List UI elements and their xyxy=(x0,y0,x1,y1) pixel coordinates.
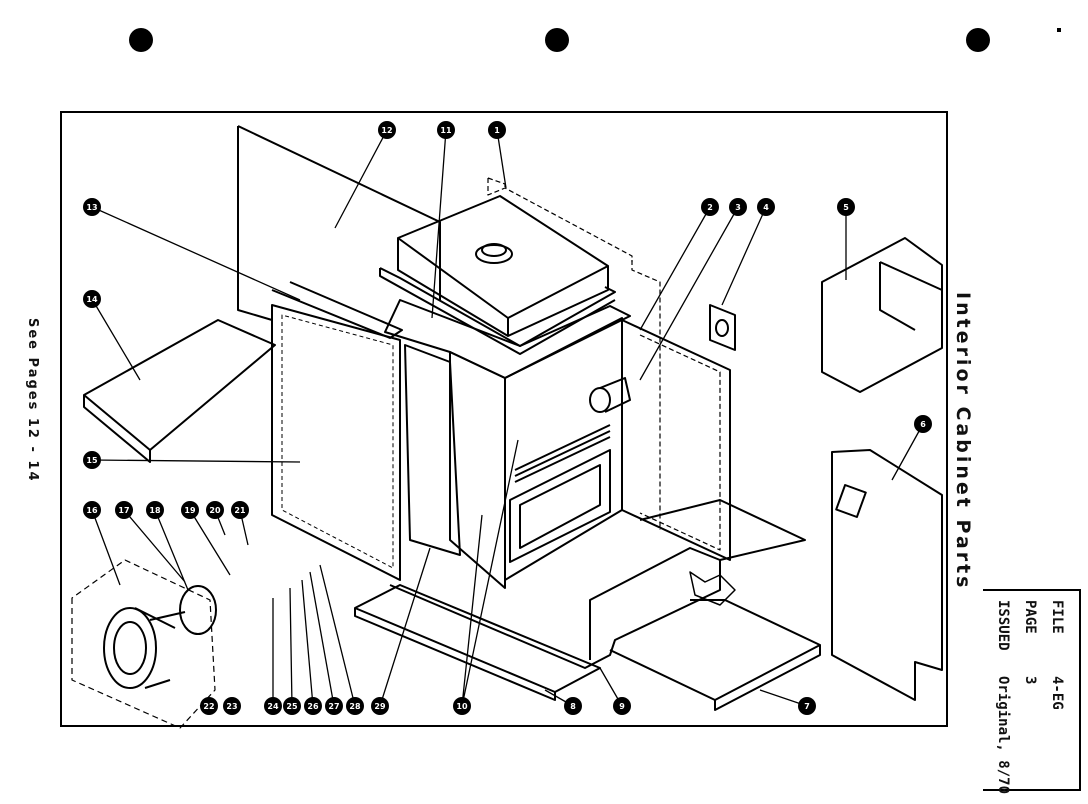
callout-label-18: 18 xyxy=(149,506,161,515)
callout-badge-11 xyxy=(437,121,455,139)
callout-label-22: 22 xyxy=(203,702,214,711)
callout-badge-16 xyxy=(83,501,101,519)
info-issued-label: ISSUED xyxy=(995,600,1011,651)
callout-label-13: 13 xyxy=(86,203,97,212)
callout-label-8: 8 xyxy=(570,702,576,711)
callout-label-28: 28 xyxy=(349,702,361,711)
callout-label-12: 12 xyxy=(381,126,392,135)
binder-hole xyxy=(129,28,153,52)
callout-label-7: 7 xyxy=(804,702,810,711)
callout-label-14: 14 xyxy=(86,295,98,304)
callout-badge-6 xyxy=(914,415,932,433)
callout-badge-12 xyxy=(378,121,396,139)
callout-label-24: 24 xyxy=(267,702,279,711)
callout-badge-1 xyxy=(488,121,506,139)
callout-badge-25 xyxy=(283,697,301,715)
callout-label-15: 15 xyxy=(86,456,98,465)
callout-label-25: 25 xyxy=(286,702,298,711)
callout-label-2: 2 xyxy=(707,203,713,212)
callout-badge-13 xyxy=(83,198,101,216)
callout-badge-17 xyxy=(115,501,133,519)
callout-badge-20 xyxy=(206,501,224,519)
callout-label-21: 21 xyxy=(234,506,246,515)
callout-badge-5 xyxy=(837,198,855,216)
callout-label-17: 17 xyxy=(118,506,129,515)
info-issued-row: ISSUED Original, 8/70 xyxy=(995,600,1011,794)
callout-badge-3 xyxy=(729,198,747,216)
callout-label-4: 4 xyxy=(763,203,769,212)
callout-badge-18 xyxy=(146,501,164,519)
callout-label-19: 19 xyxy=(184,506,196,515)
info-issued-value: Original, 8/70 xyxy=(995,676,1011,795)
callout-label-26: 26 xyxy=(307,702,319,711)
binder-hole xyxy=(966,28,990,52)
callout-badge-4 xyxy=(757,198,775,216)
callout-label-3: 3 xyxy=(735,203,741,212)
callout-badge-22 xyxy=(200,697,218,715)
info-page-value: 3 xyxy=(1022,676,1038,685)
callout-badge-15 xyxy=(83,451,101,469)
callout-badge-21 xyxy=(231,501,249,519)
info-page-label: PAGE xyxy=(1022,600,1038,634)
see-pages-note: See Pages 12 - 14 xyxy=(25,318,40,483)
callout-label-20: 20 xyxy=(209,506,221,515)
info-file-row: FILE 4-EG xyxy=(1049,600,1065,710)
callout-label-11: 11 xyxy=(440,126,452,135)
drawing-lines xyxy=(71,125,943,729)
callout-label-10: 10 xyxy=(456,702,468,711)
callout-label-27: 27 xyxy=(328,702,339,711)
callout-badge-28 xyxy=(346,697,364,715)
callout-badge-10 xyxy=(453,697,471,715)
binder-hole xyxy=(545,28,569,52)
info-file-label: FILE xyxy=(1049,600,1065,634)
callout-label-16: 16 xyxy=(86,506,98,515)
callout-badge-2 xyxy=(701,198,719,216)
callout-label-9: 9 xyxy=(619,702,625,711)
drawing-frame xyxy=(60,111,948,727)
callout-badge-24 xyxy=(264,697,282,715)
callout-badge-26 xyxy=(304,697,322,715)
callout-label-6: 6 xyxy=(920,420,926,429)
page-title: Interior Cabinet Parts xyxy=(952,292,974,591)
callout-badge-8 xyxy=(564,697,582,715)
callout-label-1: 1 xyxy=(494,126,500,135)
callout-badge-19 xyxy=(181,501,199,519)
callout-badge-27 xyxy=(325,697,343,715)
callout-badge-29 xyxy=(371,697,389,715)
callout-badge-23 xyxy=(223,697,241,715)
callout-label-23: 23 xyxy=(226,702,237,711)
callout-badge-14 xyxy=(83,290,101,308)
info-page-row: PAGE 3 xyxy=(1022,600,1038,684)
callout-label-29: 29 xyxy=(374,702,386,711)
info-box xyxy=(983,589,1081,791)
callout-badge-7 xyxy=(798,697,816,715)
callout-badge-9 xyxy=(613,697,631,715)
callout-label-5: 5 xyxy=(843,203,849,212)
info-file-value: 4-EG xyxy=(1049,676,1065,710)
